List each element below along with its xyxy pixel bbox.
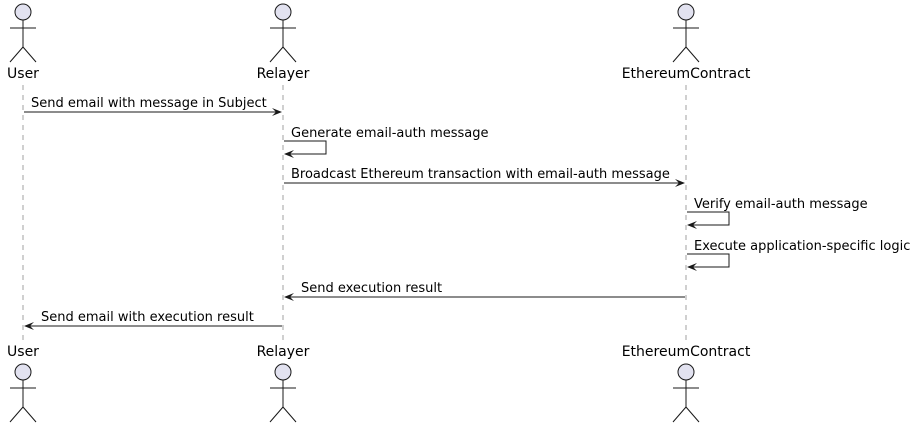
actor-icon-top-user (9, 3, 37, 63)
arrowhead (24, 322, 34, 330)
actor-label-top-user: User (7, 66, 39, 82)
message-7: Send email with execution result (24, 310, 282, 330)
message-6: Send execution result (284, 281, 685, 301)
message-label: Generate email-auth message (291, 126, 489, 141)
lifelines (22, 85, 687, 340)
message-2: Generate email-auth message (284, 126, 489, 158)
arrowhead (284, 293, 294, 301)
message-label: Broadcast Ethereum transaction with emai… (291, 167, 670, 182)
actor-icon-top-relayer (269, 3, 297, 63)
actor-icon-bottom-relayer (269, 363, 297, 423)
actor-label-bottom-user: User (7, 344, 39, 360)
actor-label-top-relayer: Relayer (257, 66, 310, 82)
actor-icon-bottom-user (9, 363, 37, 423)
message-line (687, 211, 730, 226)
message-3: Broadcast Ethereum transaction with emai… (284, 167, 685, 187)
arrowhead (272, 108, 282, 116)
message-label: Execute application-specific logic (694, 239, 910, 254)
message-label: Send execution result (301, 281, 442, 296)
actor-icon-bottom-contract (672, 363, 700, 423)
message-label: Send email with execution result (41, 310, 254, 325)
actor-icon-top-contract (672, 3, 700, 63)
message-4: Verify email-auth message (687, 197, 868, 229)
actor-label-bottom-contract: EthereumContract (622, 344, 751, 360)
arrowhead (284, 150, 294, 158)
arrowhead (687, 221, 697, 229)
messages: Send email with message in SubjectGenera… (24, 96, 910, 330)
message-label: Send email with message in Subject (31, 96, 267, 111)
actor-label-bottom-relayer: Relayer (257, 344, 310, 360)
arrowhead (675, 179, 685, 187)
message-1: Send email with message in Subject (24, 96, 282, 116)
message-line (284, 140, 327, 155)
arrowhead (687, 263, 697, 271)
message-label: Verify email-auth message (694, 197, 868, 212)
message-line (687, 253, 730, 268)
message-5: Execute application-specific logic (687, 239, 910, 271)
actors: UserUserRelayerRelayerEthereumContractEt… (7, 3, 751, 423)
actor-label-top-contract: EthereumContract (622, 66, 751, 82)
